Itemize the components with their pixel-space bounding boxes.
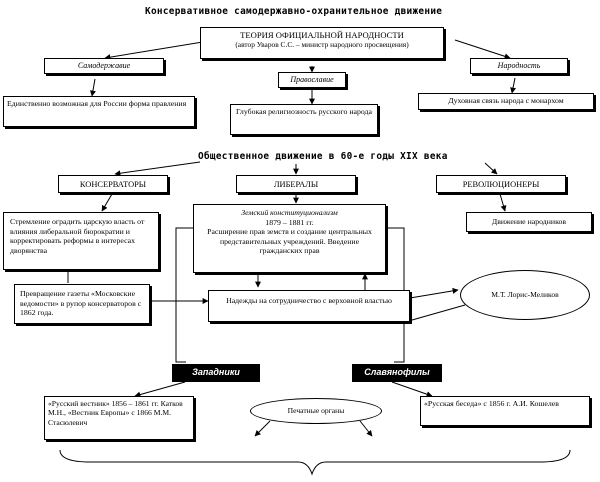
- press-organs-ellipse: Печатные органы: [250, 398, 382, 424]
- bracket-left-westerners: [175, 227, 193, 363]
- group-liberals: ЛИБЕРАЛЫ: [236, 175, 356, 193]
- theory-title: ТЕОРИЯ ОФИЦИАЛЬНОЙ НАРОДНОСТИ: [240, 30, 404, 40]
- revolutionaries-movement: Движение народников: [466, 212, 592, 232]
- arrow-hopes-loris: [409, 287, 459, 299]
- arrow-revolutionaries-movement: [499, 193, 507, 212]
- arrow-loris-hopes: [404, 304, 466, 324]
- arrow-title-revolutionaries: [484, 162, 498, 175]
- principle-nationality: Народность: [470, 58, 568, 74]
- orthodoxy-desc: Глубокая религиозность русского народа: [230, 104, 378, 135]
- group-conservatives: КОНСЕРВАТОРЫ: [58, 175, 168, 193]
- arrow-theory-nationality: [454, 39, 511, 60]
- bottom-brace: [59, 449, 571, 476]
- arrow-slavophiles-press: [391, 381, 433, 398]
- hopes-box: Надежды на сотрудничество с верховной вл…: [208, 290, 410, 322]
- principle-orthodoxy: Православие: [278, 72, 346, 88]
- arrow-autocracy-desc: [89, 78, 96, 97]
- theory-box: ТЕОРИЯ ОФИЦИАЛЬНОЙ НАРОДНОСТИ (автор Ува…: [200, 27, 444, 59]
- arrow-westerners-press: [134, 381, 186, 398]
- conservatives-goal: Стремление оградить царскую власть от вл…: [3, 212, 159, 270]
- top-title: Консервативное самодержавно-охранительно…: [145, 6, 443, 17]
- conservatives-newspaper: Превращение газеты «Московские ведомости…: [14, 284, 150, 324]
- zemstvo-years: 1879 – 1881 гг.: [265, 217, 314, 227]
- arrow-nationality-desc: [510, 77, 517, 94]
- zemstvo-title: Земский конституционализм: [241, 208, 338, 217]
- arrow-conservatives-goal: [101, 193, 113, 212]
- theory-author: (автор Уваров С.С. – министр народного п…: [235, 40, 409, 50]
- arrow-press-left: [254, 420, 271, 437]
- slavophiles-label: Славянофилы: [352, 364, 442, 382]
- westerners-label: Западники: [172, 364, 260, 382]
- principle-autocracy: Самодержавие: [44, 58, 164, 74]
- arrow-press-right: [359, 420, 373, 437]
- zemstvo-text: Расширение прав земств и создание центра…: [207, 227, 372, 255]
- slavophiles-press: «Русская беседа» с 1856 г. А.И. Кошелев: [420, 396, 590, 426]
- arrow-title-conservatives: [114, 161, 201, 177]
- loris-melikov-ellipse: М.Т. Лорис-Меликов: [460, 270, 590, 320]
- middle-title: Общественное движение в 60-е годы XIX ве…: [198, 151, 448, 162]
- group-revolutionaries: РЕВОЛЮЦИОНЕРЫ: [436, 175, 566, 193]
- nationality-desc: Духовная связь народа с монархом: [418, 93, 594, 110]
- autocracy-desc: Единственно возможная для России форма п…: [3, 96, 195, 127]
- westerners-press: «Русский вестник» 1856 – 1861 гг. Катков…: [44, 396, 194, 440]
- arrow-theory-autocracy: [104, 39, 216, 61]
- zemstvo-box: Земский конституционализм 1879 – 1881 гг…: [193, 204, 386, 273]
